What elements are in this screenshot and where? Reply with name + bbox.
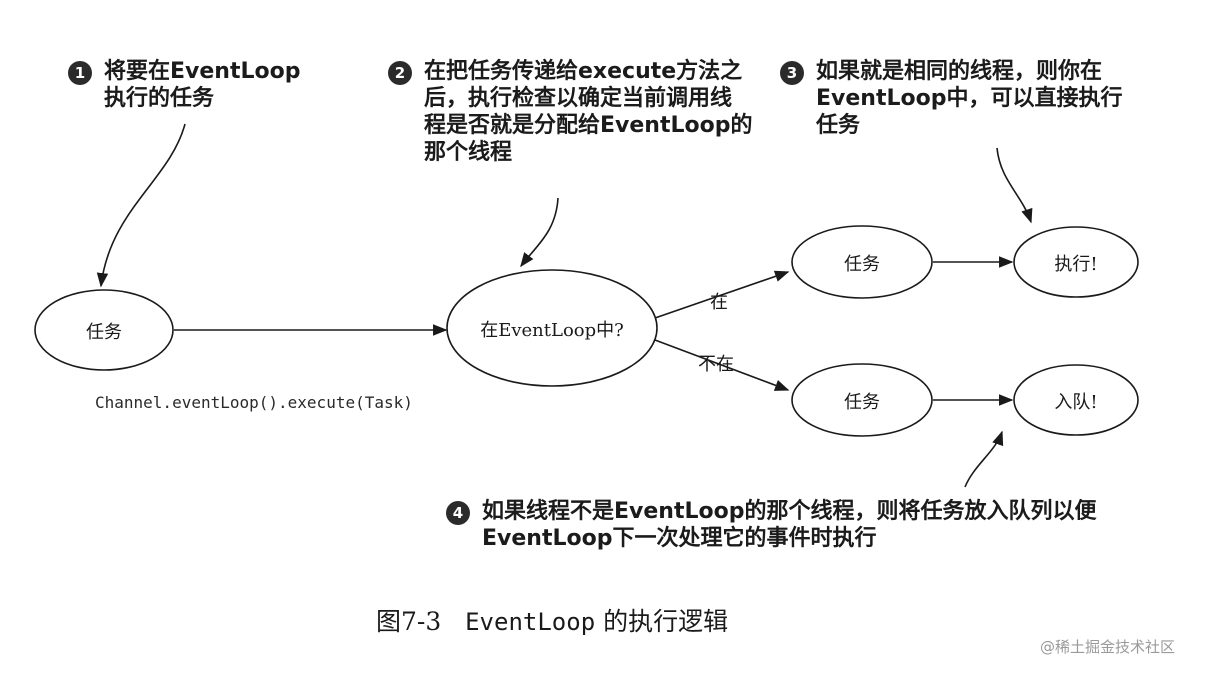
note-2-line-3: 程是否就是分配给EventLoop的	[424, 113, 753, 138]
pointer-note-2	[520, 197, 559, 268]
watermark: @稀土掘金技术社区	[1040, 638, 1176, 656]
figure-caption: 图7-3 EventLoop 的执行逻辑	[376, 602, 728, 638]
note-2-line-1: 在把任务传递给execute方法之	[424, 59, 743, 84]
edge-no	[654, 339, 790, 391]
note-2: 2 在把任务传递给execute方法之 后，执行检查以确定当前调用线 程是否就是…	[388, 58, 752, 166]
note-4-line-1: 如果线程不是EventLoop的那个线程，则将任务放入队列以便	[482, 499, 1097, 524]
node-execute-label: 执行!	[1054, 254, 1098, 275]
caption-mono: EventLoop	[465, 608, 596, 636]
note-2-line-2: 后，执行检查以确定当前调用线	[424, 86, 733, 111]
note-3-line-2: EventLoop中，可以直接执行	[816, 86, 1123, 111]
note-3-line-1: 如果就是相同的线程，则你在	[816, 59, 1103, 84]
step-number-4-icon: 4	[446, 501, 470, 525]
note-4-line-2: EventLoop下一次处理它的事件时执行	[482, 526, 877, 551]
node-enqueue	[1013, 364, 1139, 436]
step-number-3-icon: 3	[780, 61, 804, 85]
node-execute	[1013, 226, 1139, 298]
node-enqueue-label: 入队!	[1054, 392, 1098, 413]
edge-yes-label: 在	[710, 292, 728, 313]
edge-no-label: 不在	[698, 354, 734, 375]
node-task-yes	[791, 225, 933, 299]
note-4: 4 如果线程不是EventLoop的那个线程，则将任务放入队列以便 EventL…	[446, 498, 1096, 552]
note-2-line-4: 那个线程	[424, 140, 513, 165]
node-task-source-label: 任务	[86, 322, 122, 343]
pointer-note-4	[964, 430, 1004, 488]
node-task-source	[34, 289, 174, 371]
node-task-no-label: 任务	[844, 392, 880, 413]
note-1-line-2: 执行的任务	[104, 86, 215, 111]
note-1: 1 将要在EventLoop 执行的任务	[68, 58, 300, 112]
caption-prefix: 图7-3	[376, 607, 442, 636]
caption-suffix: 的执行逻辑	[603, 607, 729, 636]
pointer-note-1	[96, 123, 186, 288]
node-decision-label: 在EventLoop中?	[480, 320, 624, 341]
edge-yes	[654, 270, 790, 319]
note-3: 3 如果就是相同的线程，则你在 EventLoop中，可以直接执行 任务	[780, 58, 1122, 139]
note-1-line-1: 将要在EventLoop	[104, 59, 301, 84]
code-label: Channel.eventLoop().execute(Task)	[95, 393, 413, 412]
node-task-yes-label: 任务	[844, 254, 880, 275]
node-task-no	[791, 363, 933, 437]
pointer-note-3	[996, 147, 1033, 224]
step-number-1-icon: 1	[68, 61, 92, 85]
step-number-2-icon: 2	[388, 61, 412, 85]
note-3-line-3: 任务	[816, 113, 861, 138]
